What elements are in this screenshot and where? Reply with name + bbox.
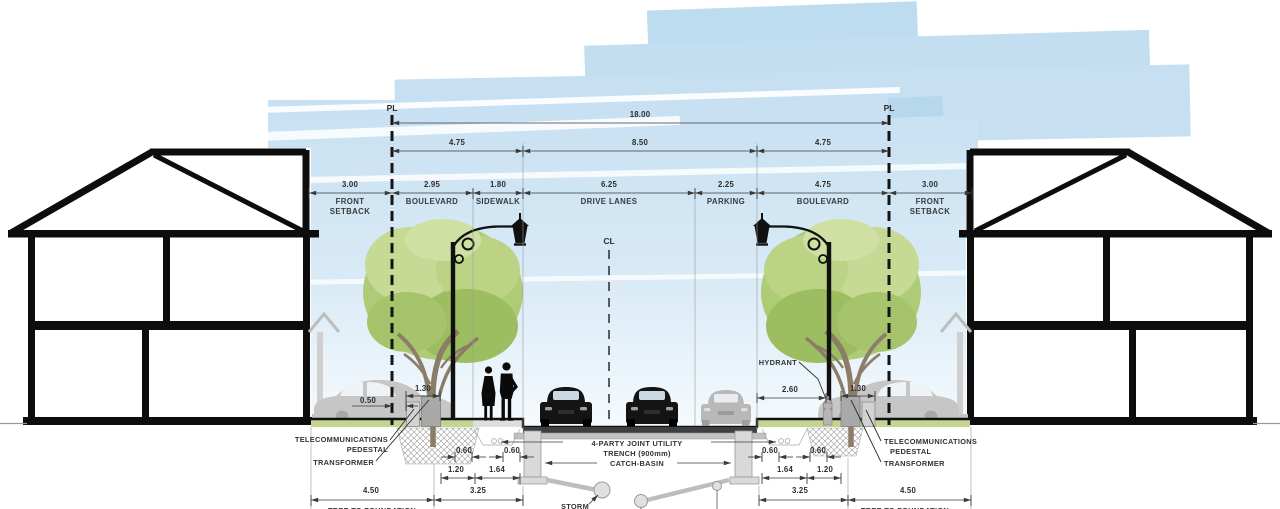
road-base: [513, 432, 767, 440]
telecom-label-right-2: PEDESTAL: [890, 447, 931, 456]
car-drive-lane-2: [626, 387, 678, 426]
transformer-label-right: TRANSFORMER: [884, 459, 945, 468]
zone-name-front-setback-left-2: SETBACK: [330, 207, 371, 216]
telecom-label-left-2: PEDESTAL: [347, 445, 388, 454]
small-utility-pipe: [712, 481, 722, 491]
transformer-label-left: TRANSFORMER: [313, 458, 374, 467]
dim-325-right: 3.25: [792, 486, 808, 495]
zone-dimension-row: 3.00 2.95 1.80 6.25 2.25 4.75 3.00 FRONT…: [308, 180, 973, 216]
storm-lead-pipe-left: [546, 477, 598, 493]
zone-width-front-setback-left: 3.00: [342, 180, 358, 189]
dim-130-left: 1.30: [415, 384, 431, 393]
zone-width-drive-lanes: 6.25: [601, 180, 617, 189]
zone-name-front-setback-left-1: FRONT: [336, 197, 365, 206]
zone-width-parking: 2.25: [718, 180, 734, 189]
sidewalk-slab: [473, 419, 523, 427]
upper-dim-right: 4.75: [815, 138, 831, 147]
utility-trench-label-1: 4-PARTY JOINT UTILITY: [591, 439, 682, 448]
dim-060-l2: 0.60: [504, 446, 520, 455]
dim-120-left: 1.20: [448, 465, 464, 474]
dim-164-right: 1.64: [777, 465, 793, 474]
zone-name-parking: PARKING: [707, 197, 745, 206]
catch-basin-right: [729, 430, 760, 485]
upper-dim-center: 8.50: [632, 138, 648, 147]
tree-rootball-left: [396, 427, 480, 465]
utility-trench-outline-right: [761, 428, 808, 446]
car-parking-lane: [701, 390, 751, 426]
hydrant-label: HYDRANT: [759, 358, 797, 367]
centerline-label: CL: [603, 236, 614, 246]
pedestrians: [481, 362, 518, 421]
storm-label: STORM: [561, 502, 589, 509]
tree-to-foundation-right: TREE TO FOUNDATION: [861, 506, 949, 509]
dimensions: PL PL 18.00 4.75 8.50 4.75 3.00: [308, 103, 973, 509]
dim-060-l1: 0.60: [456, 446, 472, 455]
streetlight-arm: [452, 225, 513, 248]
left-house: [8, 148, 341, 425]
tree-to-foundation-left: TREE TO FOUNDATION: [328, 506, 416, 509]
zone-width-sidewalk: 1.80: [490, 180, 506, 189]
telecom-label-left-1: TELECOMMUNICATIONS: [295, 435, 388, 444]
dim-120-right: 1.20: [817, 465, 833, 474]
zone-width-front-setback-right: 3.00: [922, 180, 938, 189]
zone-name-sidewalk: SIDEWALK: [476, 197, 520, 206]
underground-utilities: [396, 427, 864, 509]
dim-450-right: 4.50: [900, 486, 916, 495]
pl-label-left: PL: [387, 103, 398, 113]
dim-050: 0.50: [360, 396, 376, 405]
zone-width-boulevard-right: 4.75: [815, 180, 831, 189]
zone-name-front-setback-right-1: FRONT: [916, 197, 945, 206]
overall-width-dim: 18.00: [630, 110, 651, 119]
storm-sewer-pipe: [593, 481, 611, 499]
lantern: [511, 213, 529, 246]
zone-width-boulevard-left: 2.95: [424, 180, 440, 189]
dim-060-r1: 0.60: [762, 446, 778, 455]
road-asphalt: [523, 427, 757, 433]
dim-450-left: 4.50: [363, 486, 379, 495]
right-porch: [939, 311, 973, 420]
zone-name-boulevard-left: BOULEVARD: [406, 197, 458, 206]
zone-name-front-setback-right-2: SETBACK: [910, 207, 951, 216]
right-house: [939, 148, 1273, 425]
catch-basin-label: CATCH-BASIN: [610, 459, 664, 468]
zone-name-boulevard-right: BOULEVARD: [797, 197, 849, 206]
boulevard-tree-left: [363, 219, 523, 447]
streetlight-left: [450, 213, 529, 420]
utility-trench-label-2: TRENCH (900mm): [603, 449, 671, 458]
telecom-label-right-1: TELECOMMUNICATIONS: [884, 437, 977, 446]
pl-label-right: PL: [884, 103, 895, 113]
dim-130-right: 1.30: [850, 384, 866, 393]
transformer-right: [840, 396, 861, 427]
transformer-left: [421, 396, 441, 427]
annotations: TELECOMMUNICATIONS PEDESTAL TRANSFORMER …: [295, 358, 977, 509]
catch-basin-left: [517, 430, 548, 485]
zone-name-drive-lanes: DRIVE LANES: [581, 197, 638, 206]
car-drive-lane-1: [540, 387, 592, 426]
dim-164-left: 1.64: [489, 465, 505, 474]
dim-260: 2.60: [782, 385, 798, 394]
sewer-pipe: [634, 494, 648, 508]
dim-325-left: 3.25: [470, 486, 486, 495]
dim-060-r2: 0.60: [810, 446, 826, 455]
utility-trench-outline-left: [473, 428, 521, 446]
upper-dim-left: 4.75: [449, 138, 465, 147]
